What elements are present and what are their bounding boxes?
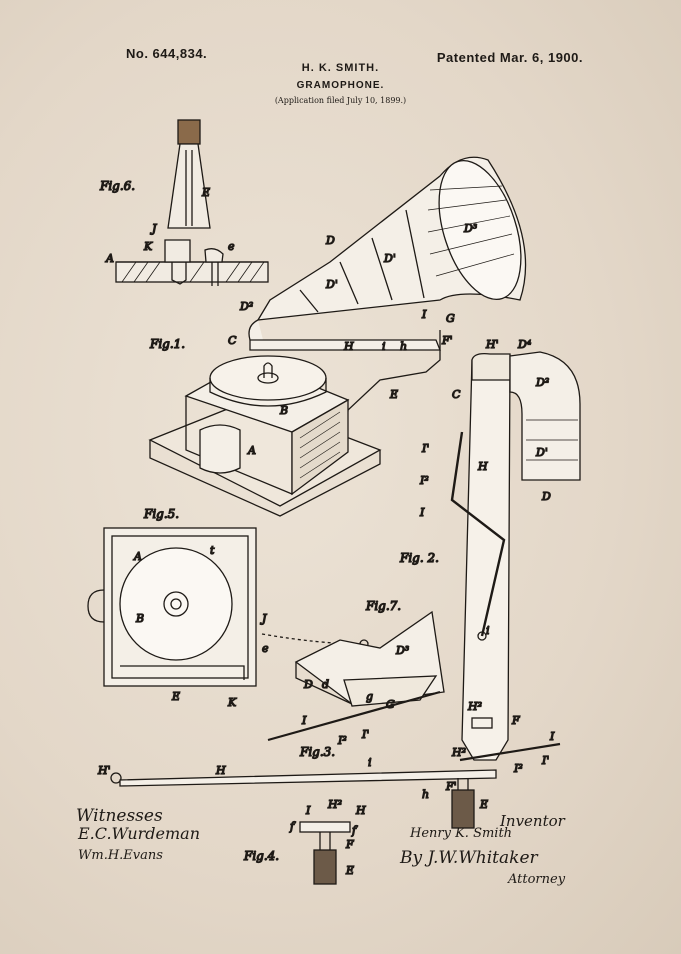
label-F1-fig3: F' (445, 780, 457, 793)
label-I2-fig7: I² (337, 734, 347, 747)
label-I1-fig7: I' (361, 728, 369, 741)
label-D2-fig2: D² (535, 376, 549, 389)
patent-number: No. 644,834. (126, 46, 208, 61)
label-C-fig1: C (228, 334, 237, 347)
attorney-label: Attorney (508, 872, 566, 887)
label-B-fig1: B (279, 404, 288, 417)
label-i-fig3: i (368, 756, 372, 769)
label-f-fig4: f (289, 820, 296, 833)
label-J-fig5: J (260, 612, 267, 625)
label-K-fig5: K (227, 696, 237, 709)
label-I-fig1: I (421, 308, 427, 321)
fig7-label: Fig.7. (365, 599, 401, 613)
label-D1-fig2: D' (535, 446, 548, 459)
label-G-fig1: G (446, 312, 455, 325)
fig2-label: Fig. 2. (399, 551, 439, 565)
attorney-signature-line: By J.W.Whitaker (400, 848, 538, 868)
witnesses-label: Witnesses (76, 806, 163, 826)
label-F-fig2: F (511, 714, 520, 727)
label-E-fig4: E (345, 864, 354, 877)
label-f2-fig4: f (351, 824, 358, 837)
label-B-fig5: B (135, 612, 144, 625)
witness-signature-2: Wm.H.Evans (78, 848, 163, 863)
application-filed: (Application filed July 10, 1899.) (274, 96, 407, 105)
patent-title: GRAMOPHONE. (296, 80, 385, 91)
label-H-fig2: H (477, 460, 488, 473)
label-h-fig1: h (400, 340, 407, 353)
label-I1-fig2: I' (421, 442, 429, 455)
figure-6-drawing (115, 119, 269, 286)
label-D3: D³ (463, 222, 477, 235)
label-E-fig6: E (201, 186, 210, 199)
label-I-fig3: I (549, 730, 555, 743)
inventor-name: H. K. SMITH. (301, 62, 380, 74)
label-D1-b: D' (325, 278, 338, 291)
label-D1-a: D' (383, 252, 396, 265)
label-I2-fig3: I² (513, 762, 523, 775)
figure-1-drawing (148, 156, 527, 517)
figure-5-drawing (87, 527, 369, 687)
label-A-fig6: A (105, 252, 114, 265)
figure-3-drawing (110, 742, 561, 829)
label-H-fig4: H (355, 804, 366, 817)
inventor-signature: Henry K. Smith (410, 826, 513, 841)
label-D-fig2: D (541, 490, 551, 503)
label-H1-fig2: H' (485, 338, 499, 351)
label-F1-fig1: F' (441, 334, 453, 347)
attorney-signature: J.W.Whitaker (427, 848, 538, 868)
label-I1-fig3: I' (541, 754, 549, 767)
label-I-fig2: I (419, 506, 425, 519)
inventor-label: Inventor (500, 812, 565, 830)
label-e-fig5: e (262, 642, 269, 655)
label-I2-fig2: I² (419, 474, 429, 487)
label-D-fig7: D (303, 678, 313, 691)
label-E-fig3: E (479, 798, 488, 811)
label-i-fig2: i (486, 624, 490, 637)
label-A-fig1: A (247, 444, 256, 457)
label-t-fig5: t (210, 544, 215, 557)
figure-7-drawing (267, 610, 445, 742)
label-H2-fig4: H² (327, 798, 342, 811)
witness-signature-1: E.C.Wurdeman (78, 824, 200, 843)
fig4-label: Fig.4. (243, 849, 279, 863)
label-H-fig1: H (343, 340, 354, 353)
label-D3-fig7: D³ (395, 644, 409, 657)
label-E-fig5: E (171, 690, 180, 703)
fig6-label: Fig.6. (99, 179, 135, 193)
label-A-fig5: A (133, 550, 142, 563)
label-K-fig6: K (143, 240, 153, 253)
label-D4: D⁴ (517, 338, 531, 351)
figure-2-drawing (450, 351, 581, 761)
label-C-fig2: C (452, 388, 461, 401)
label-e-fig6: e (228, 240, 235, 253)
label-I-fig4: I (305, 804, 311, 817)
label-i-fig1: i (382, 340, 386, 353)
patented-date: Patented Mar. 6, 1900. (436, 50, 583, 65)
label-d-fig7: d (322, 678, 329, 691)
label-F-fig4: F (345, 838, 354, 851)
label-H1-fig3: H' (97, 764, 111, 777)
label-H-fig3: H (215, 764, 226, 777)
label-H2-fig3: H² (451, 746, 466, 759)
label-J-fig6: J (150, 222, 157, 235)
fig1-label: Fig.1. (149, 337, 185, 351)
label-I-fig7: I (301, 714, 307, 727)
label-G-fig7: G (386, 698, 395, 711)
figure-4-drawing (299, 821, 351, 885)
label-E-fig1: E (389, 388, 398, 401)
by-label: By (400, 848, 423, 868)
fig3-label: Fig.3. (299, 745, 335, 759)
fig5-label: Fig.5. (143, 507, 179, 521)
label-D2: D² (239, 300, 253, 313)
label-g-fig7: g (366, 690, 373, 703)
label-H2-fig2: H² (467, 700, 482, 713)
label-D: D (325, 234, 335, 247)
label-h-fig3: h (422, 788, 429, 801)
